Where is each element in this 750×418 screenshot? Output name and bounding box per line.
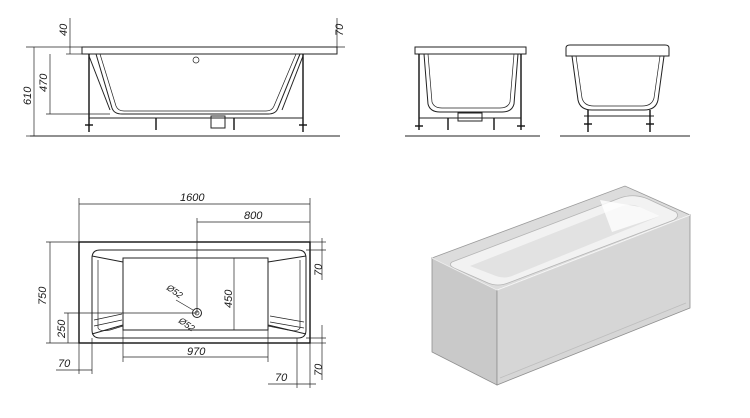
dim-drain-diameter-1: Ø52 xyxy=(164,282,184,301)
dim-right-margin-top: 70 xyxy=(313,263,325,276)
dim-total-height: 610 xyxy=(22,86,34,105)
dim-rim-height: 40 xyxy=(58,23,70,36)
side-view-short-panel xyxy=(560,44,690,137)
dim-drain-diameter-2: Ø52 xyxy=(176,315,196,334)
side-view-short-frame xyxy=(405,46,540,137)
dim-right-margin-bottom: 70 xyxy=(313,363,325,376)
dim-left-margin: 70 xyxy=(58,358,71,370)
dim-tub-depth: 470 xyxy=(38,73,50,92)
bathtub-render xyxy=(430,185,692,386)
dim-frame-offset: 70 xyxy=(334,23,346,36)
dim-bottom-right-margin: 70 xyxy=(275,372,288,384)
dim-inner-depth: 450 xyxy=(223,289,235,308)
side-view-long: 40 70 470 610 xyxy=(22,18,346,137)
dim-drain-offset: 250 xyxy=(56,319,68,339)
dim-bottom-length: 970 xyxy=(187,346,206,358)
dim-half-length: 800 xyxy=(244,210,263,222)
dim-length: 1600 xyxy=(180,192,205,204)
plan-view: 1600 800 750 250 450 970 70 70 xyxy=(37,192,326,388)
dim-width: 750 xyxy=(37,286,49,305)
